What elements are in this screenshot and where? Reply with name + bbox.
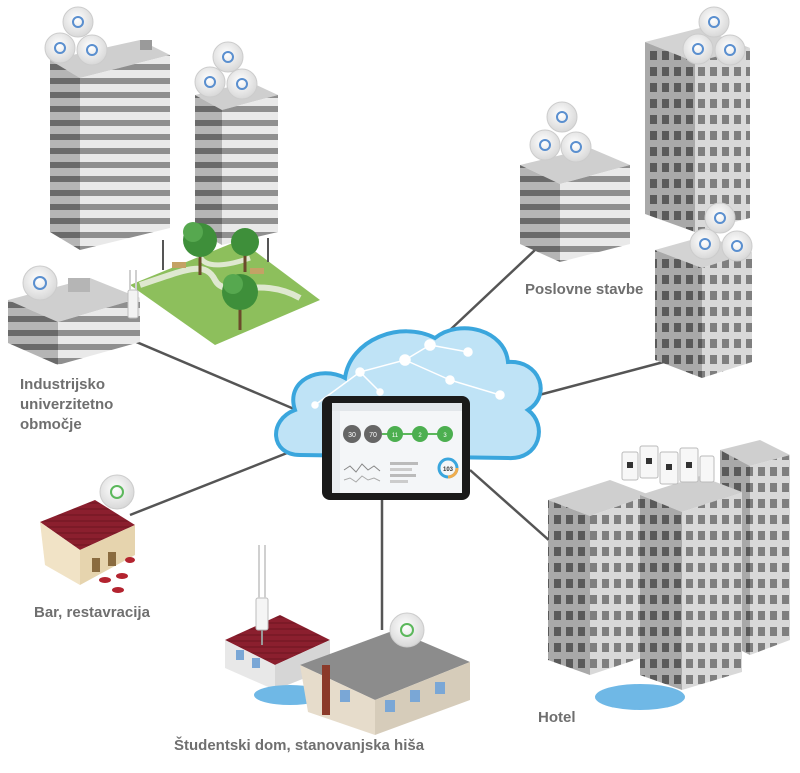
industrial-university-area (8, 40, 320, 365)
dashboard-widgets: 103 (343, 457, 459, 483)
access-point-icon (99, 474, 135, 510)
access-point-icon (76, 34, 108, 66)
link-business-top (449, 249, 536, 331)
park-trees (162, 222, 269, 330)
tower-1 (50, 40, 170, 250)
dashboard-dials: 30 70 11 2 3 (343, 425, 453, 443)
office-tower (645, 28, 750, 232)
label-industrial-university-area: Industrijsko univerzitetno območje (20, 375, 113, 435)
access-point-icon (44, 32, 76, 64)
dorm-residential (225, 545, 470, 735)
cloud-mesh (311, 339, 505, 409)
label-bar-restaurant: Bar, restavracija (34, 604, 150, 621)
access-points (22, 6, 753, 648)
access-point-icon (721, 230, 753, 262)
tower-2 (195, 82, 278, 245)
hotel-pool (595, 684, 685, 710)
tablet-dashboard: 30 70 11 2 3 103 (322, 396, 470, 500)
access-point-icon (529, 129, 561, 161)
dial-value-2: 70 (369, 432, 377, 439)
access-point-icon (212, 41, 244, 73)
business-buildings (520, 28, 752, 378)
pill-value-1: 11 (392, 433, 399, 439)
label-industrial-line-1: Industrijsko (20, 376, 106, 393)
label-industrial-line-3: območje (20, 416, 82, 433)
office-small (520, 148, 630, 262)
outdoor-antenna-icon (255, 545, 269, 645)
access-point-icon (689, 228, 721, 260)
donut-value: 103 (443, 467, 454, 473)
dial-value-1: 30 (348, 432, 356, 439)
hotel-building (548, 440, 790, 710)
low-building (8, 278, 140, 365)
pill-value-3: 3 (443, 433, 447, 439)
access-point-icon (226, 68, 258, 100)
park-path (139, 265, 302, 301)
access-point-icon (22, 265, 58, 301)
bar-restaurant (40, 500, 135, 593)
bar-tables (99, 557, 135, 593)
label-industrial-line-2: univerzitetno (20, 396, 114, 413)
link-hotel (469, 469, 561, 551)
wall-plate-ap-icon (621, 445, 715, 485)
link-industrial (119, 333, 321, 422)
outdoor-antenna-icon (127, 270, 139, 319)
access-point-icon (560, 131, 592, 163)
access-point-icon (389, 612, 425, 648)
access-point-icon (698, 6, 730, 38)
access-point-icon (194, 66, 226, 98)
access-point-icon (62, 6, 94, 38)
pill-value-2: 2 (418, 433, 422, 439)
access-point-icon (704, 202, 736, 234)
access-point-icon (682, 33, 714, 65)
access-point-icon (546, 101, 578, 133)
label-dorm-residential: Študentski dom, stanovanjska hiša (174, 737, 425, 754)
label-business-buildings: Poslovne stavbe (525, 281, 644, 298)
access-point-icon (714, 34, 746, 66)
label-hotel: Hotel (538, 709, 576, 726)
